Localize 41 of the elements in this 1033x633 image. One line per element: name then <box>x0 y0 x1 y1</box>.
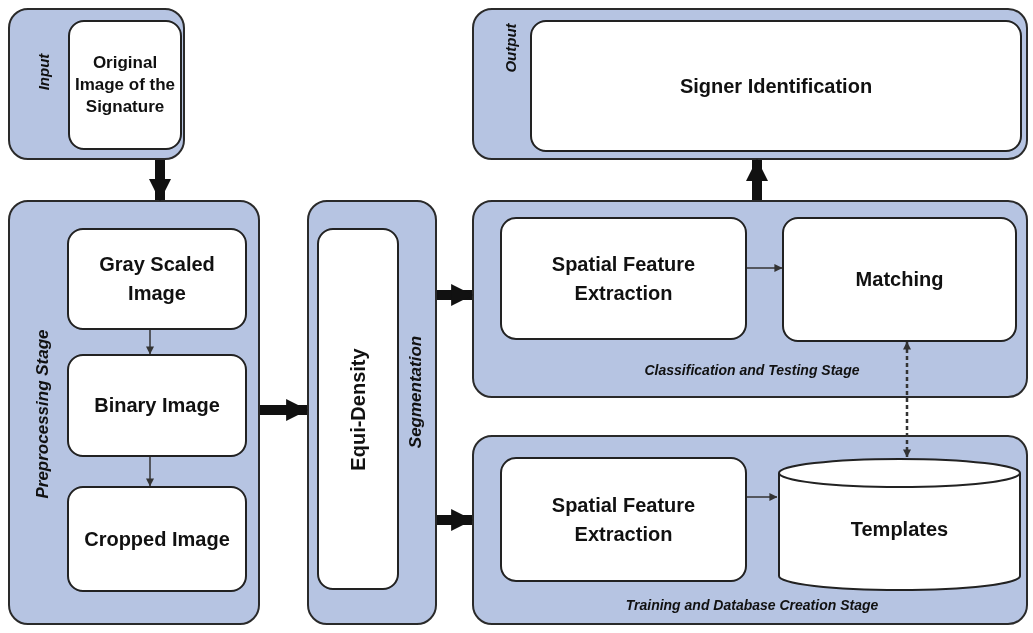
stage-panel <box>307 200 437 625</box>
stage-label: Segmentation <box>406 335 426 449</box>
stage-panel <box>8 8 185 160</box>
box-label: Binary Image <box>93 393 221 418</box>
box-label: Gray Scaled Image <box>98 252 216 306</box>
arrow <box>146 456 154 487</box>
box-label: Templates <box>850 518 949 541</box>
thick-arrow <box>260 399 309 421</box>
box-label: Spatial Feature Extraction <box>550 251 697 306</box>
process-box <box>67 228 247 330</box>
stage-panel <box>472 8 1028 160</box>
arrow <box>746 264 783 272</box>
stage-label: Input <box>34 53 52 91</box>
thick-arrow <box>149 160 171 202</box>
process-box <box>67 486 247 592</box>
stage-label: Output <box>501 23 519 73</box>
process-box <box>317 228 399 590</box>
process-box <box>530 20 1022 152</box>
stage-panel <box>472 435 1028 625</box>
thick-arrow <box>437 509 474 531</box>
stage-label: Preprocessing Stage <box>33 329 53 499</box>
process-box <box>67 354 247 457</box>
box-label: Signer Identification <box>678 73 874 99</box>
stage-label: Training and Database Creation Stage <box>625 597 879 613</box>
dashed-arrow <box>903 341 911 458</box>
box-label: Equi-Density <box>345 346 370 473</box>
stage-panel <box>8 200 260 625</box>
box-label: Spatial Feature Extraction <box>550 492 697 547</box>
arrow <box>746 493 778 501</box>
thick-arrow <box>746 158 768 200</box>
stage-label: Classification and Testing Stage <box>644 362 860 378</box>
thick-arrow <box>437 284 474 306</box>
stage-panel <box>472 200 1028 398</box>
process-box <box>500 457 747 582</box>
arrow <box>146 329 154 355</box>
box-label: Original Image of the Signature <box>73 51 177 119</box>
box-label: Cropped Image <box>83 526 231 552</box>
process-box <box>68 20 182 150</box>
box-label: Matching <box>854 267 945 292</box>
process-box <box>500 217 747 340</box>
process-box <box>782 217 1017 342</box>
